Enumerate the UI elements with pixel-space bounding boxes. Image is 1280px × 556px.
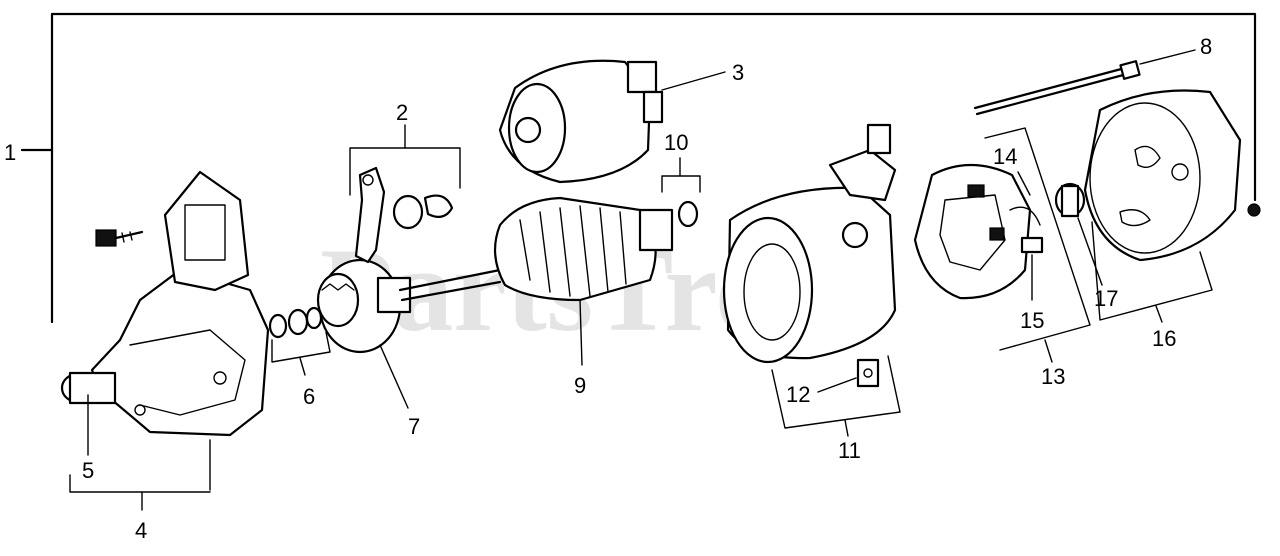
callout-9: 9: [574, 373, 586, 398]
callout-1: 1: [4, 140, 16, 165]
drive-housing-part[interactable]: [60, 170, 270, 437]
callout-16: 16: [1152, 326, 1176, 351]
armature-part[interactable]: [398, 196, 699, 302]
leader-lines: [69, 49, 1213, 511]
callout-12: 12: [786, 382, 810, 407]
callout-11: 11: [838, 438, 861, 463]
callout-7: 7: [408, 414, 420, 439]
callout-13: 13: [1041, 364, 1065, 389]
callout-2: 2: [396, 100, 408, 125]
through-bolt-part[interactable]: [973, 60, 1141, 116]
washers-part[interactable]: [268, 306, 323, 339]
callout-5: 5: [82, 458, 94, 483]
pinion-clutch-part[interactable]: [316, 258, 412, 354]
mounting-bolt-part[interactable]: [95, 229, 144, 247]
callout-10: 10: [664, 130, 688, 155]
rear-cover-part[interactable]: [1083, 89, 1261, 262]
callout-4: 4: [135, 518, 147, 543]
callout-labels: 1 2 3 4 5 6 7 8 9 10 11 12 13 14 15 16 1…: [4, 34, 1212, 543]
brush-holder-part[interactable]: [913, 163, 1032, 300]
callout-8: 8: [1200, 34, 1212, 59]
callout-17: 17: [1094, 286, 1118, 311]
callout-14: 14: [993, 144, 1017, 169]
assembly-bracket: [20, 12, 1257, 324]
brush-part[interactable]: [1009, 206, 1044, 254]
callout-15: 15: [1020, 308, 1044, 333]
clip-part[interactable]: [856, 358, 880, 388]
callout-3: 3: [732, 60, 744, 85]
solenoid-part[interactable]: [498, 59, 664, 184]
shift-lever-part[interactable]: [354, 166, 454, 264]
callout-6: 6: [303, 384, 315, 409]
bushing-part[interactable]: [1054, 182, 1086, 218]
field-frame-part[interactable]: [722, 123, 897, 364]
